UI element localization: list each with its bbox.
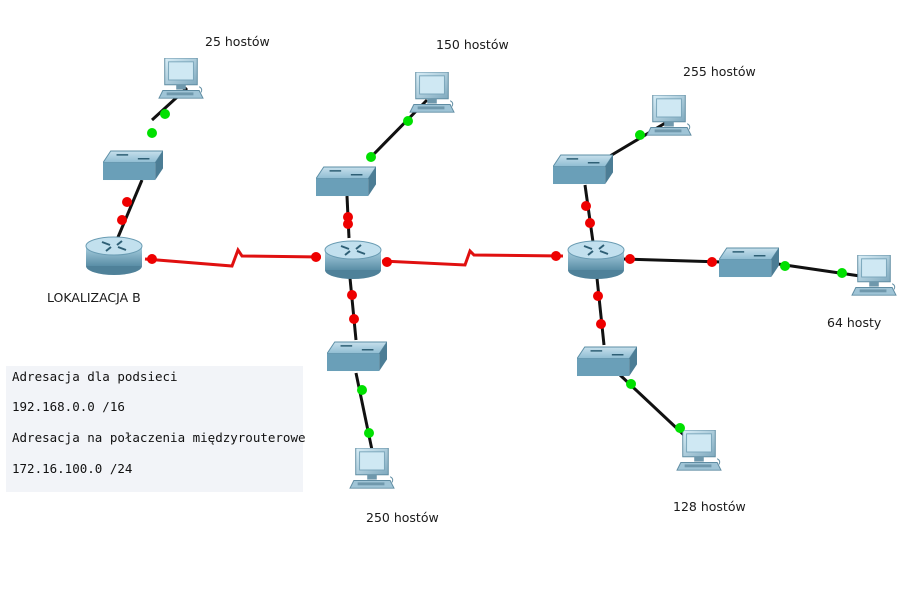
note-line: 172.16.100.0 /24 <box>12 461 133 476</box>
link-down-dot <box>596 319 606 329</box>
link-down-dot <box>625 254 635 264</box>
note-line: 192.168.0.0 /16 <box>12 399 125 414</box>
link-up-dot <box>147 128 157 138</box>
router-icon <box>567 240 625 280</box>
switch-icon <box>577 346 637 377</box>
link-down-dot <box>343 212 353 222</box>
host-count-label: 128 hostów <box>673 499 746 514</box>
link-up-dot <box>366 152 376 162</box>
cable <box>777 262 861 278</box>
link-down-dot <box>117 215 127 225</box>
link-down-dot <box>311 252 321 262</box>
cable <box>348 277 358 341</box>
link-down-dot <box>593 291 603 301</box>
pc-icon <box>158 58 204 99</box>
addressing-note: Adresacja dla podsieci 192.168.0.0 /16 A… <box>6 366 306 492</box>
link-down-dot <box>122 197 132 207</box>
link-down-dot <box>147 254 157 264</box>
switch-icon <box>316 166 376 197</box>
link-up-dot <box>357 385 367 395</box>
serial-link <box>144 246 322 268</box>
serial-link <box>381 248 564 267</box>
switch-icon <box>553 154 613 185</box>
link-up-dot <box>837 268 847 278</box>
link-up-dot <box>635 130 645 140</box>
link-up-dot <box>364 428 374 438</box>
link-up-dot <box>403 116 413 126</box>
link-down-dot <box>382 257 392 267</box>
switch-icon <box>719 247 779 278</box>
link-up-dot <box>160 109 170 119</box>
link-up-dot <box>626 379 636 389</box>
link-down-dot <box>349 314 359 324</box>
pc-icon <box>851 255 897 296</box>
pc-icon <box>409 72 455 113</box>
cable <box>114 179 144 243</box>
link-down-dot <box>585 218 595 228</box>
link-down-dot <box>343 219 353 229</box>
cable <box>595 277 606 346</box>
link-down-dot <box>707 257 717 267</box>
switch-icon <box>327 341 387 372</box>
pc-icon <box>676 430 722 471</box>
pc-icon <box>349 448 395 489</box>
pc-icon <box>646 95 692 136</box>
cable <box>354 372 374 451</box>
host-count-label: 25 hostów <box>205 34 270 49</box>
router-icon <box>85 236 143 276</box>
cable <box>621 257 723 264</box>
cable <box>583 184 595 243</box>
host-count-label: 64 hosty <box>827 315 882 330</box>
router-icon <box>324 240 382 280</box>
link-down-dot <box>551 251 561 261</box>
host-count-label: 250 hostów <box>366 510 439 525</box>
router-location-label: LOKALIZACJA B <box>47 290 141 305</box>
link-down-dot <box>347 290 357 300</box>
link-up-dot <box>675 423 685 433</box>
note-line: Adresacja na połaczenia międzyrouterowe <box>12 430 306 445</box>
host-count-label: 255 hostów <box>683 64 756 79</box>
host-count-label: 150 hostów <box>436 37 509 52</box>
link-up-dot <box>780 261 790 271</box>
note-line: Adresacja dla podsieci <box>12 369 178 384</box>
link-down-dot <box>581 201 591 211</box>
switch-icon <box>103 150 163 181</box>
